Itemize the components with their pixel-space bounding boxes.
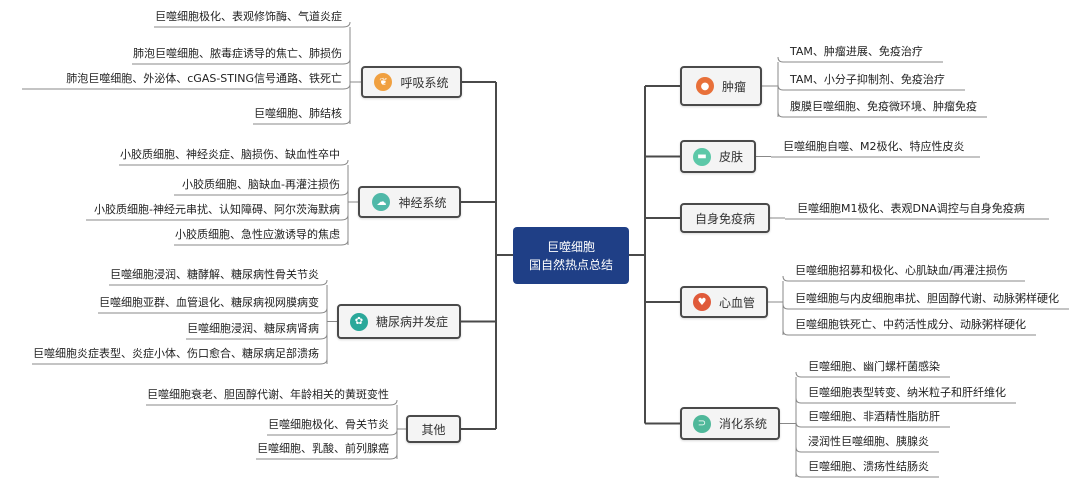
branch-label: 呼吸系统	[400, 75, 449, 90]
brain-icon: ☁	[372, 193, 391, 211]
central-topic[interactable]: 巨噬细胞 国自然热点总结	[513, 227, 629, 284]
branch-label: 皮肤	[718, 150, 743, 164]
leaf-topic[interactable]: 巨噬细胞、幽门螺杆菌感染	[808, 360, 940, 373]
leaf-topic[interactable]: 巨噬细胞铁死亡、中药活性成分、动脉粥样硬化	[795, 318, 1026, 331]
leaf-topic[interactable]: 巨噬细胞、肺结核	[254, 107, 342, 120]
branch-label: 心血管	[718, 295, 755, 310]
central-topic-line2: 国自然热点总结	[528, 257, 613, 272]
leaf-underline	[154, 21, 351, 28]
leaf-topic[interactable]: 小胶质细胞-神经元串扰、认知障碍、阿尔茨海默病	[94, 203, 340, 216]
leaf-topic[interactable]: 巨噬细胞、非酒精性脂肪肝	[808, 410, 940, 423]
leaf-topic[interactable]: 肺泡巨噬细胞、外泌体、cGAS-STING信号通路、铁死亡	[66, 72, 342, 85]
branch-label: 自身免疫病	[694, 211, 755, 226]
leaf-topic[interactable]: TAM、小分子抑制剂、免疫治疗	[790, 73, 945, 86]
branch-label: 肿瘤	[721, 79, 746, 94]
leaf-topic[interactable]: 小胶质细胞、脑缺血-再灌注损伤	[182, 178, 340, 191]
branch-right-1[interactable]: ▬ 皮肤	[680, 140, 756, 173]
leaf-topic[interactable]: 巨噬细胞表型转变、纳米粒子和肝纤维化	[808, 386, 1006, 399]
leaf-topic[interactable]: 巨噬细胞衰老、胆固醇代谢、年龄相关的黄斑变性	[147, 388, 389, 401]
leaf-topic[interactable]: 巨噬细胞浸润、糖酵解、糖尿病性骨关节炎	[110, 268, 319, 281]
diabetes-icon: ✿	[349, 312, 368, 331]
branch-left-0[interactable]: ❦ 呼吸系统	[361, 66, 462, 98]
branch-label: 消化系统	[718, 417, 767, 431]
leaf-topic[interactable]: 巨噬细胞极化、表观修饰酶、气道炎症	[155, 10, 342, 23]
branch-label: 其他	[421, 422, 446, 437]
branch-label: 糖尿病并发症	[375, 315, 448, 329]
heart-icon: ♥	[692, 293, 711, 311]
branch-right-2[interactable]: 自身免疫病	[680, 203, 770, 233]
leaf-topic[interactable]: 巨噬细胞炎症表型、炎症小体、伤口愈合、糖尿病足部溃疡	[33, 347, 319, 360]
leaf-topic[interactable]: 浸润性巨噬细胞、胰腺炎	[808, 435, 929, 448]
leaf-topic[interactable]: 巨噬细胞亚群、血管退化、糖尿病视网膜病变	[99, 296, 319, 309]
branch-left-3[interactable]: 其他	[406, 415, 461, 443]
digestive-icon: ⊃	[692, 414, 711, 433]
leaf-underline	[146, 399, 398, 406]
central-topic-line1: 巨噬细胞	[546, 239, 595, 254]
branch-right-3[interactable]: ♥ 心血管	[680, 286, 768, 318]
leaf-underline	[795, 371, 950, 378]
leaf-underline	[119, 159, 349, 166]
leaf-topic[interactable]: 腹膜巨噬细胞、免疫微环境、肿瘤免疫	[790, 100, 977, 113]
skin-icon: ▬	[692, 147, 711, 166]
leaf-topic[interactable]: 巨噬细胞招募和极化、心肌缺血/再灌注损伤	[795, 264, 1008, 277]
leaf-topic[interactable]: 肺泡巨噬细胞、脓毒症诱导的焦亡、肺损伤	[133, 47, 342, 60]
leaf-topic[interactable]: TAM、肿瘤进展、免疫治疗	[790, 45, 923, 58]
tumor-icon: ●	[695, 77, 714, 95]
leaf-topic[interactable]: 巨噬细胞M1极化、表观DNA调控与自身免疫病	[797, 202, 1025, 215]
leaf-underline	[109, 279, 328, 286]
leaf-topic[interactable]: 巨噬细胞浸润、糖尿病肾病	[187, 322, 319, 335]
branch-right-4[interactable]: ⊃ 消化系统	[680, 407, 780, 440]
branch-left-1[interactable]: ☁ 神经系统	[358, 186, 461, 218]
leaf-topic[interactable]: 巨噬细胞、溃疡性结肠炎	[808, 460, 929, 473]
leaf-topic[interactable]: 小胶质细胞、神经炎症、脑损伤、缺血性卒中	[120, 148, 340, 161]
leaf-topic[interactable]: 巨噬细胞与内皮细胞串扰、胆固醇代谢、动脉粥样硬化	[795, 292, 1059, 305]
leaf-topic[interactable]: 巨噬细胞极化、骨关节炎	[268, 418, 389, 431]
leaf-topic[interactable]: 巨噬细胞、乳酸、前列腺癌	[257, 442, 389, 455]
leaf-topic[interactable]: 巨噬细胞自噬、M2极化、特应性皮炎	[783, 140, 965, 153]
leaf-topic[interactable]: 小胶质细胞、急性应激诱导的焦虑	[175, 228, 340, 241]
lungs-icon: ❦	[374, 73, 393, 91]
branch-label: 神经系统	[398, 195, 447, 210]
branch-right-0[interactable]: ● 肿瘤	[680, 66, 762, 106]
leaf-underline	[777, 56, 943, 63]
leaf-underline	[782, 275, 1025, 282]
branch-left-2[interactable]: ✿ 糖尿病并发症	[337, 304, 461, 339]
